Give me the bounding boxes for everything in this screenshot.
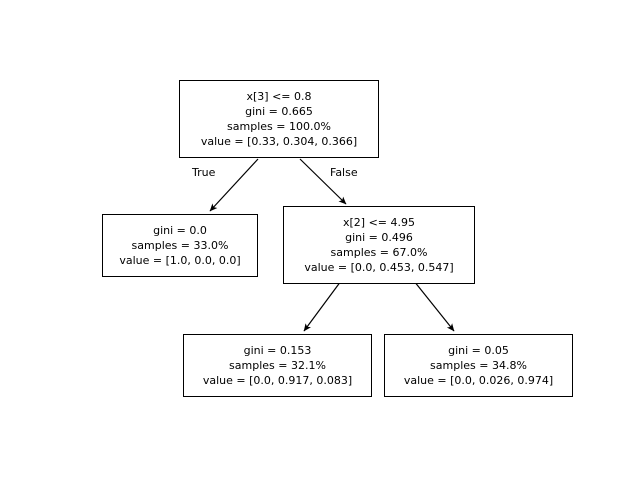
edge-root-to-left <box>209 158 259 212</box>
node-samples: samples = 34.8% <box>430 359 527 372</box>
node-samples: samples = 100.0% <box>227 120 331 133</box>
edge-right-to-bottom-right <box>413 280 455 332</box>
tree-node-root[interactable]: x[3] <= 0.8 gini = 0.665 samples = 100.0… <box>179 80 379 158</box>
node-gini: gini = 0.665 <box>245 105 313 118</box>
edge-label-false: False <box>330 166 358 179</box>
node-value: value = [0.0, 0.917, 0.083] <box>202 374 353 387</box>
edge-right-to-bottom-left <box>303 280 342 332</box>
node-samples: samples = 32.1% <box>229 359 326 372</box>
node-value: value = [0.0, 0.453, 0.547] <box>304 261 454 274</box>
edge-label-true: True <box>192 166 216 179</box>
node-gini: gini = 0.496 <box>345 231 413 244</box>
tree-node-leaf-bottom-left[interactable]: gini = 0.153 samples = 32.1% value = [0.… <box>183 334 372 397</box>
tree-node-leaf-bottom-right[interactable]: gini = 0.05 samples = 34.8% value = [0.0… <box>384 334 573 397</box>
node-value: value = [1.0, 0.0, 0.0] <box>119 254 241 267</box>
node-gini: gini = 0.0 <box>153 224 207 237</box>
node-condition: x[3] <= 0.8 <box>246 90 312 103</box>
node-gini: gini = 0.05 <box>448 344 509 357</box>
node-samples: samples = 67.0% <box>330 246 428 259</box>
node-value: value = [0.33, 0.304, 0.366] <box>200 135 358 148</box>
tree-node-internal-right[interactable]: x[2] <= 4.95 gini = 0.496 samples = 67.0… <box>283 206 475 284</box>
node-value: value = [0.0, 0.026, 0.974] <box>403 374 554 387</box>
node-condition: x[2] <= 4.95 <box>342 216 415 229</box>
node-gini: gini = 0.153 <box>243 344 312 357</box>
tree-node-leaf-left[interactable]: gini = 0.0 samples = 33.0% value = [1.0,… <box>102 214 258 277</box>
node-samples: samples = 33.0% <box>131 239 229 252</box>
